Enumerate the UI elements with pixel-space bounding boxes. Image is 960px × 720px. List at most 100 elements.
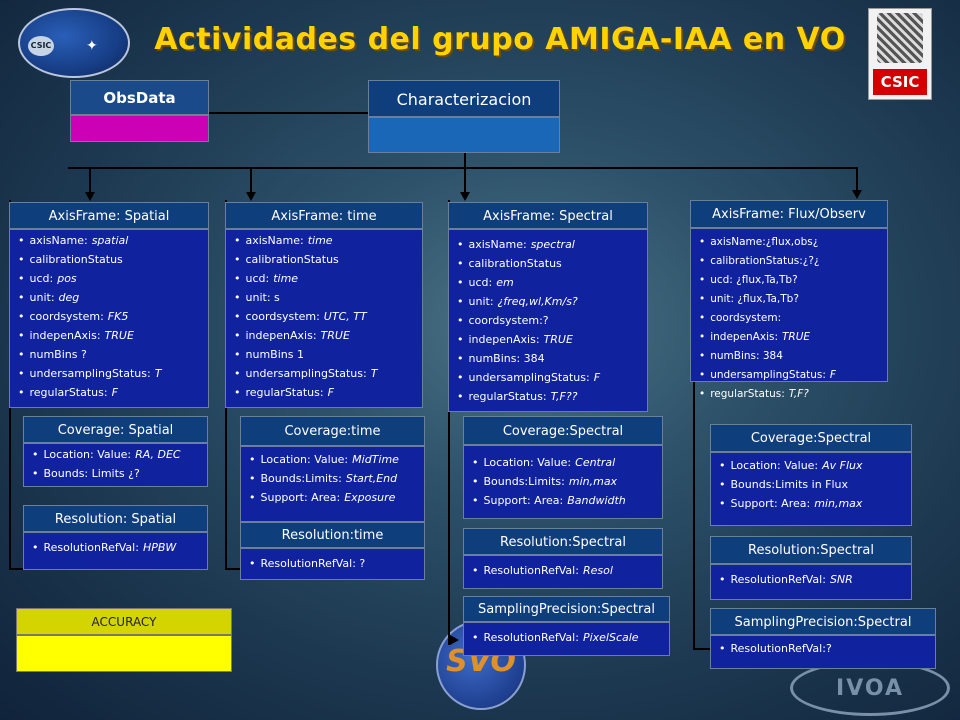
item-key: undersamplingStatus: — [245, 367, 367, 380]
item-value: Exposure — [344, 491, 396, 504]
arrow-right-icon — [450, 635, 459, 645]
item-key: undersamplingStatus: — [29, 367, 151, 380]
characterization-body — [368, 117, 560, 153]
spatial-resolution-list: ResolutionRefVal:HPBW — [32, 541, 201, 555]
list-item: ucd:pos — [18, 272, 202, 286]
spectral-sampling-body: ResolutionRefVal:PixelScale — [463, 622, 670, 656]
item-key: Support: Area: — [483, 494, 564, 507]
spatial-resolution-body: ResolutionRefVal:HPBW — [23, 532, 208, 570]
list-item: ResolutionRefVal: ? — [249, 557, 418, 571]
flux-resolution-body: ResolutionRefVal:SNR — [710, 564, 912, 600]
list-item: calibrationStatus — [234, 253, 416, 267]
item-value: deg — [58, 291, 80, 304]
iaa-logo-center: CSIC — [28, 36, 54, 56]
list-item: axisName:¿flux,obs¿ — [699, 235, 881, 249]
arrow-down-icon — [85, 192, 95, 201]
item-key: ucd: ¿flux,Ta,Tb? — [710, 274, 798, 286]
item-key: indepenAxis: — [710, 331, 779, 343]
item-key: unit: — [468, 295, 494, 308]
list-item: numBins 1 — [234, 348, 416, 362]
flux-sampling-header: SamplingPrecision:Spectral — [710, 608, 936, 635]
list-item: calibrationStatus — [18, 253, 202, 267]
spectral-axis-header: AxisFrame: Spectral — [448, 202, 648, 229]
item-value: Resol — [582, 564, 613, 577]
item-key: axisName:¿flux,obs¿ — [710, 236, 819, 248]
item-value: F — [593, 371, 601, 384]
item-value: MidTime — [352, 453, 399, 466]
item-key: axisName: — [245, 234, 304, 247]
connector-flux-foot — [693, 648, 710, 650]
list-item: regularStatus:F — [18, 386, 202, 400]
item-key: ucd: — [245, 272, 270, 285]
item-value: T — [370, 367, 378, 380]
item-key: Location: Value: — [43, 448, 132, 461]
item-key: axisName: — [29, 234, 88, 247]
item-value: F — [327, 386, 334, 399]
spatial-axis-list: axisName:spatial calibrationStatus ucd:pos… — [18, 234, 202, 400]
item-value: time — [307, 234, 333, 247]
spectral-sampling-header: SamplingPrecision:Spectral — [463, 596, 670, 622]
item-value: FK5 — [107, 310, 129, 323]
item-key: unit: s — [245, 291, 280, 304]
item-value: TRUE — [782, 331, 811, 343]
item-key: Location: Value: — [483, 456, 572, 469]
flux-sampling-list: ResolutionRefVal:? — [719, 642, 929, 656]
list-item: indepenAxis:TRUE — [699, 330, 881, 344]
flux-resolution-header: Resolution:Spectral — [710, 536, 912, 564]
item-key: Bounds: Limits ¿? — [43, 467, 140, 480]
list-item: numBins: 384 — [457, 352, 641, 366]
list-item: ResolutionRefVal:PixelScale — [472, 631, 663, 645]
item-value: F — [829, 369, 836, 381]
list-item: Bounds: Limits ¿? — [32, 467, 201, 481]
characterization-header: Characterizacion — [368, 80, 560, 117]
csic-emblem-icon — [877, 13, 923, 63]
page-title: Actividades del grupo AMIGA-IAA en VO — [154, 22, 846, 57]
item-key: ResolutionRefVal: — [730, 573, 826, 586]
flux-axis-header: AxisFrame: Flux/Observ — [690, 200, 888, 228]
iaa-logo: CSIC ✦ — [18, 8, 130, 78]
item-value: time — [273, 272, 299, 285]
spectral-resolution-list: ResolutionRefVal:Resol — [472, 564, 656, 578]
csic-logo-text: CSIC — [873, 69, 927, 95]
item-key: indepenAxis: — [245, 329, 317, 342]
connector-time-foot — [225, 568, 240, 570]
item-value: pos — [57, 272, 77, 285]
item-value: Central — [575, 456, 616, 469]
list-item: axisName:time — [234, 234, 416, 248]
item-key: Bounds:Limits: — [260, 472, 342, 485]
item-key: numBins: 384 — [710, 350, 783, 362]
list-item: Support: Area:Bandwidth — [472, 494, 656, 508]
list-item: indepenAxis:TRUE — [234, 329, 416, 343]
item-key: ucd: — [29, 272, 54, 285]
item-key: calibrationStatus:¿?¿ — [710, 255, 820, 267]
list-item: numBins: 384 — [699, 349, 881, 363]
time-resolution-header: Resolution:time — [240, 522, 425, 548]
list-item: indepenAxis:TRUE — [18, 329, 202, 343]
list-item: axisName:spectral — [457, 238, 641, 252]
flux-coverage-header: Coverage:Spectral — [710, 424, 912, 452]
list-item: numBins ? — [18, 348, 202, 362]
item-value: TRUE — [543, 333, 573, 346]
item-value: spatial — [91, 234, 129, 247]
spatial-coverage-header: Coverage: Spatial — [23, 416, 208, 443]
spatial-axis-body: axisName:spatial calibrationStatus ucd:pos… — [9, 229, 209, 408]
item-key: unit: — [29, 291, 55, 304]
item-key: Support: Area: — [730, 497, 811, 510]
flux-coverage-list: Location: Value:Av FluxBounds:Limits in … — [719, 459, 905, 511]
spectral-sampling-list: ResolutionRefVal:PixelScale — [472, 631, 663, 645]
flux-resolution-list: ResolutionRefVal:SNR — [719, 573, 905, 587]
item-key: ResolutionRefVal: — [483, 631, 579, 644]
list-item: Location: Value:MidTime — [249, 453, 418, 467]
accuracy-header: ACCURACY — [16, 608, 232, 635]
time-coverage-header: Coverage:time — [240, 416, 425, 446]
flux-coverage-body: Location: Value:Av FluxBounds:Limits in … — [710, 452, 912, 526]
list-item: undersamplingStatus:T — [18, 367, 202, 381]
list-item: indepenAxis:TRUE — [457, 333, 641, 347]
item-value: min,max — [814, 497, 863, 510]
list-item: Location: Value:Av Flux — [719, 459, 905, 473]
item-key: indepenAxis: — [29, 329, 101, 342]
list-item: coordsystem:? — [457, 314, 641, 328]
item-key: coordsystem:? — [468, 314, 549, 327]
connector-spatial-foot — [9, 568, 23, 570]
list-item: unit:¿freq,wl,Km/s? — [457, 295, 641, 309]
